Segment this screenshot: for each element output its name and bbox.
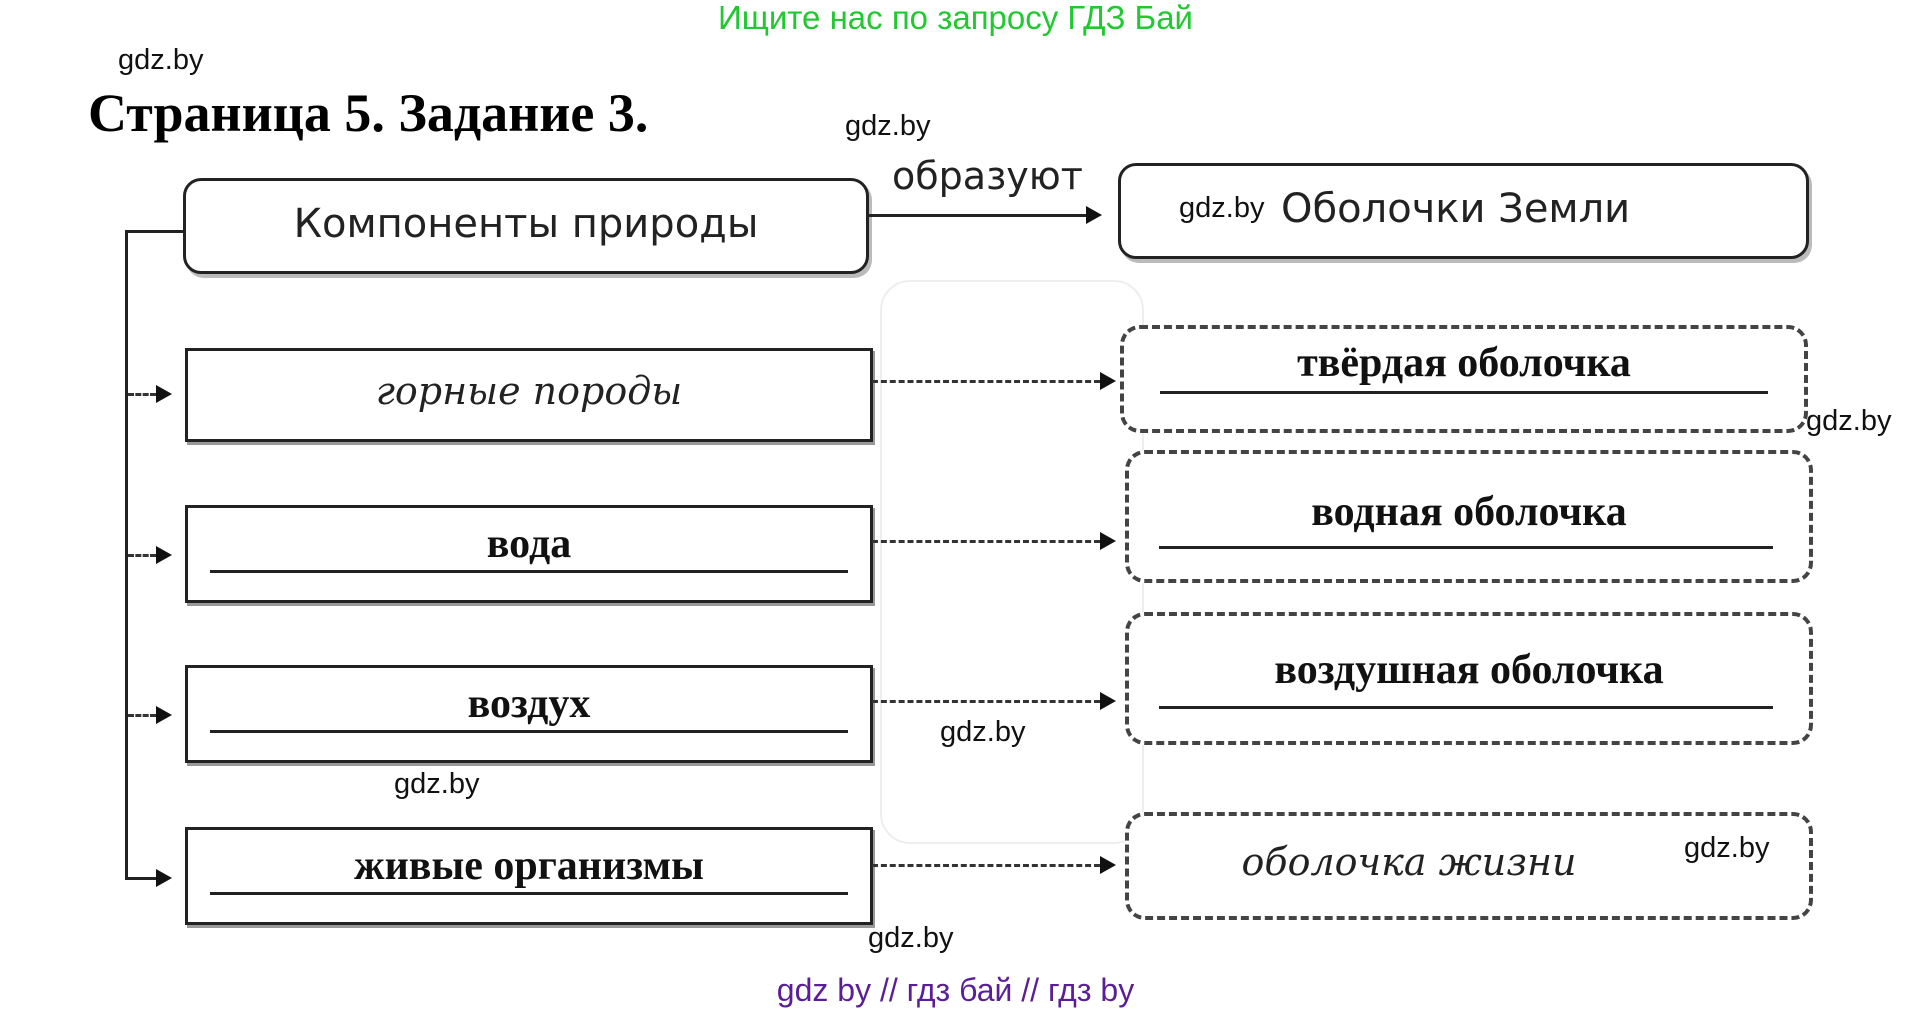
connector-line (872, 864, 1100, 867)
shell-label: твёрдая оболочка (1297, 340, 1631, 386)
watermark: gdz.by (845, 110, 931, 142)
arrow-right-icon (1086, 206, 1102, 224)
arrow-right-icon (156, 546, 172, 564)
target-label: Оболочки Земли (1281, 186, 1631, 232)
connector-line (872, 700, 1100, 703)
answer-underline (1159, 706, 1773, 709)
answer-underline (210, 570, 848, 573)
connector-line (872, 380, 1100, 383)
watermark: gdz.by (1684, 832, 1770, 864)
watermark: gdz.by (1179, 192, 1265, 224)
shell-box[interactable]: твёрдая оболочка (1120, 325, 1808, 433)
component-label: вода (486, 521, 572, 567)
component-box: вода (185, 505, 873, 603)
answer-underline (1160, 391, 1768, 394)
connector-line (128, 714, 156, 717)
page-title: Страница 5. Задание 3. (88, 83, 649, 143)
root-box: Компоненты природы (183, 178, 869, 274)
shell-label: воздушная оболочка (1274, 647, 1664, 693)
footer-links: gdz by // гдз бай // гдз by (776, 972, 1135, 1008)
arrow-right-icon (156, 869, 172, 887)
root-label: Компоненты природы (293, 201, 759, 247)
relation-label: образуют (892, 154, 1083, 198)
watermark: gdz.by (940, 716, 1026, 748)
arrow-right-icon (156, 706, 172, 724)
relation-arrow-line (866, 214, 1086, 217)
answer-underline (210, 892, 848, 895)
shell-box[interactable]: воздушная оболочка (1125, 612, 1813, 745)
background-decoration (880, 280, 1144, 844)
watermark: gdz.by (868, 922, 954, 954)
search-banner: Ищите нас по запросу ГДЗ Бай (718, 0, 1193, 36)
answer-underline (1159, 546, 1773, 549)
component-label: воздух (467, 681, 591, 727)
arrow-right-icon (1100, 856, 1116, 874)
arrow-right-icon (1100, 692, 1116, 710)
watermark: gdz.by (1806, 405, 1892, 437)
arrow-right-icon (1100, 532, 1116, 550)
connector-line (125, 230, 185, 233)
connector-line (128, 393, 156, 396)
arrow-right-icon (1100, 372, 1116, 390)
arrow-right-icon (156, 385, 172, 403)
component-label: живые организмы (354, 843, 704, 889)
component-box: горные породы (185, 348, 873, 442)
answer-underline (210, 730, 848, 733)
component-box: воздух (185, 665, 873, 763)
component-box: живые организмы (185, 827, 873, 925)
shell-label: водная оболочка (1311, 489, 1627, 535)
component-label: горные породы (375, 369, 683, 413)
connector-line (872, 540, 1100, 543)
shell-label: оболочка жизни (1241, 840, 1577, 884)
watermark: gdz.by (118, 44, 204, 76)
shell-box[interactable]: оболочка жизни gdz.by (1125, 812, 1813, 920)
connector-line (125, 877, 156, 880)
target-box: gdz.by Оболочки Земли (1118, 163, 1809, 259)
connector-spine (125, 230, 128, 880)
connector-line (128, 554, 156, 557)
shell-box[interactable]: водная оболочка (1125, 450, 1813, 583)
watermark: gdz.by (394, 768, 480, 800)
